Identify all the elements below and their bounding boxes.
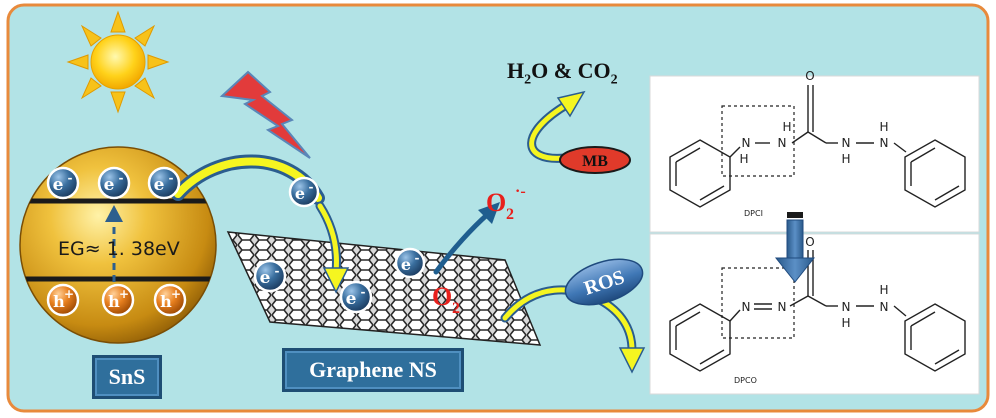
hole-particle: h+ (153, 283, 187, 317)
band-gap-label: EG≈ 1. 38eV (58, 238, 180, 260)
electron-particle: e- (339, 280, 373, 314)
ros-badge: ROS (564, 258, 644, 306)
electron-symbol: e (401, 255, 411, 274)
hole-symbol: h (53, 292, 65, 311)
electron-particle: e- (394, 247, 426, 279)
phenyl-ring-right (904, 139, 966, 208)
atom-n: N (742, 300, 751, 314)
hole-symbol: h (108, 292, 120, 311)
hole-particle: h+ (101, 283, 135, 317)
atom-h: H (739, 152, 748, 166)
mb-label: MB (582, 153, 608, 170)
o2-to-radical-arrow (433, 202, 500, 275)
sns-label: SnS (108, 364, 146, 389)
dpci-name: DPCI (744, 209, 763, 218)
lightning-icon (219, 70, 311, 159)
electron-particle: e- (288, 176, 320, 208)
sun-icon (66, 10, 170, 114)
graphene-label-box: Graphene NS (282, 348, 464, 392)
reactive-site-box (721, 267, 795, 339)
superoxide-radical-label: O 2 ·- (486, 183, 526, 223)
electron-charge: - (169, 171, 174, 185)
oxygen-molecule-label: O 2 (432, 282, 460, 317)
electron-particle: e- (147, 166, 181, 200)
dpco-structure-panel: N N O N H N H DPCO (649, 233, 980, 395)
reactive-site-box (721, 105, 795, 177)
hole-particle: h+ (46, 283, 80, 317)
electron-symbol: e (53, 175, 64, 195)
electron-symbol: e (154, 175, 165, 195)
atom-n: N (842, 136, 851, 150)
electron-symbol: e (346, 289, 357, 309)
hole-charge: + (64, 287, 74, 301)
atom-n: N (842, 300, 851, 314)
atom-o: O (805, 69, 814, 83)
electron-particle: e- (46, 166, 80, 200)
ros-to-dpco-arrow (595, 295, 646, 374)
hole-charge: + (171, 287, 181, 301)
o2-base: O (432, 282, 452, 311)
phenyl-ring-right (904, 303, 966, 372)
electron-particle: e- (253, 259, 287, 293)
electron-charge: - (119, 171, 124, 185)
products-label: H2O & CO2 (507, 58, 618, 88)
mb-to-products-arrow (527, 90, 586, 163)
atom-h: H (841, 152, 850, 166)
atom-n: N (778, 136, 787, 150)
atom-h: H (782, 120, 791, 134)
electron-particle: e- (97, 166, 131, 200)
atom-n: N (880, 300, 889, 314)
electron-charge: - (415, 251, 420, 265)
radical-subscript: 2 (506, 206, 514, 223)
atom-n: N (880, 136, 889, 150)
radical-superscript: ·- (515, 183, 526, 200)
electron-charge: - (361, 285, 366, 299)
atom-h: H (841, 316, 850, 330)
electron-symbol: e (260, 268, 271, 288)
atom-n: N (778, 300, 787, 314)
dpco-name: DPCO (734, 376, 757, 385)
hole-charge: + (119, 287, 129, 301)
dpci-structure-panel: N H N H O N H N H DPCI (649, 69, 980, 233)
radical-base: O (486, 188, 506, 217)
electron-charge: - (309, 180, 314, 194)
atom-h: H (879, 283, 888, 297)
mb-dye-badge: MB (559, 146, 631, 174)
electron-charge: - (275, 264, 280, 278)
hole-symbol: h (160, 292, 172, 311)
electron-symbol: e (295, 184, 305, 203)
atom-o: O (805, 235, 814, 249)
conversion-down-arrow (774, 212, 816, 283)
excitation-arrow (105, 205, 123, 282)
graphene-down-arrow (315, 201, 350, 294)
sns-label-box: SnS (92, 355, 162, 399)
atom-h: H (879, 120, 888, 134)
electron-charge: - (68, 171, 73, 185)
graphene-label: Graphene NS (309, 357, 437, 382)
o2-subscript: 2 (452, 300, 460, 317)
atom-n: N (742, 136, 751, 150)
electron-symbol: e (104, 175, 115, 195)
